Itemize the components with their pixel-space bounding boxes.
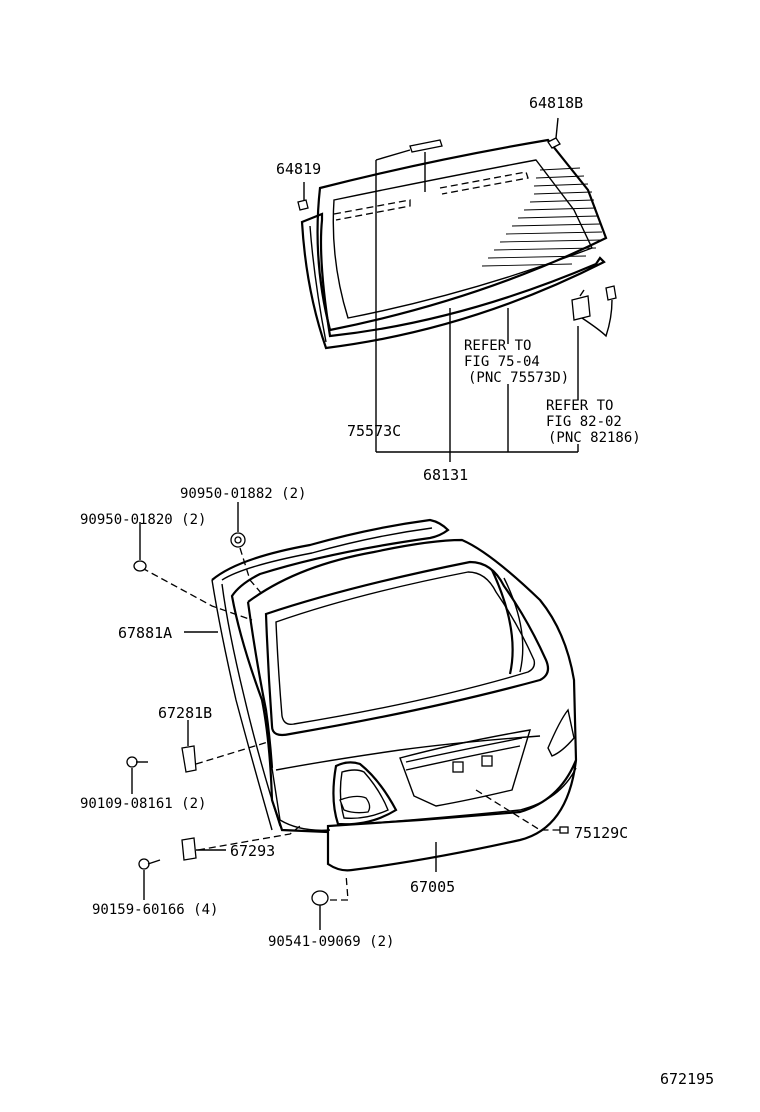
bolt-90109-08161-icon	[126, 756, 148, 794]
lower-dashed-leaders	[141, 547, 560, 901]
hinge-67281b-icon	[181, 720, 197, 773]
grommet-90950-01882-icon	[230, 502, 246, 548]
label-90541-09069: 90541-09069 (2)	[268, 934, 394, 950]
label-67281b: 67281B	[158, 704, 212, 722]
bolt-90159-60166-icon	[138, 858, 161, 900]
stop-lamp-part	[409, 139, 443, 192]
defogger-grid-lines	[481, 167, 603, 267]
cushion-90541-09069-icon	[311, 890, 329, 930]
label-refer2-line1: REFER TO	[546, 398, 613, 414]
upper-leader-lines	[375, 149, 579, 462]
label-64818b: 64818B	[529, 94, 583, 112]
figure-number: 672195	[660, 1070, 714, 1088]
clip-90950-01820-icon	[133, 522, 147, 572]
label-75573c: 75573C	[347, 422, 401, 440]
label-refer1-line3: (PNC 75573D)	[468, 370, 569, 386]
defogger-wire-connector	[571, 285, 617, 338]
label-refer1-line2: FIG 75-04	[464, 354, 540, 370]
bracket-67293-icon	[181, 837, 226, 861]
clip-64819-icon	[297, 182, 309, 211]
label-refer2-line3: (PNC 82186)	[548, 430, 641, 446]
label-67881a: 67881A	[118, 624, 172, 642]
label-67293: 67293	[230, 842, 275, 860]
label-90159-60166: 90159-60166 (4)	[92, 902, 218, 918]
label-64819: 64819	[276, 160, 321, 178]
label-75129c: 75129C	[574, 824, 628, 842]
clip-64818b-icon	[547, 117, 561, 149]
label-refer2-line2: FIG 82-02	[546, 414, 622, 430]
label-refer1-line1: REFER TO	[464, 338, 531, 354]
back-door-panel	[246, 538, 578, 872]
plug-75129c-icon	[559, 826, 569, 834]
label-90950-01820: 90950-01820 (2)	[80, 512, 206, 528]
label-67005: 67005	[410, 878, 455, 896]
back-window-glass	[300, 138, 608, 350]
label-68131: 68131	[423, 466, 468, 484]
back-door-weatherstrip	[211, 518, 450, 834]
label-90950-01882: 90950-01882 (2)	[180, 486, 306, 502]
label-90109-08161: 90109-08161 (2)	[80, 796, 206, 812]
